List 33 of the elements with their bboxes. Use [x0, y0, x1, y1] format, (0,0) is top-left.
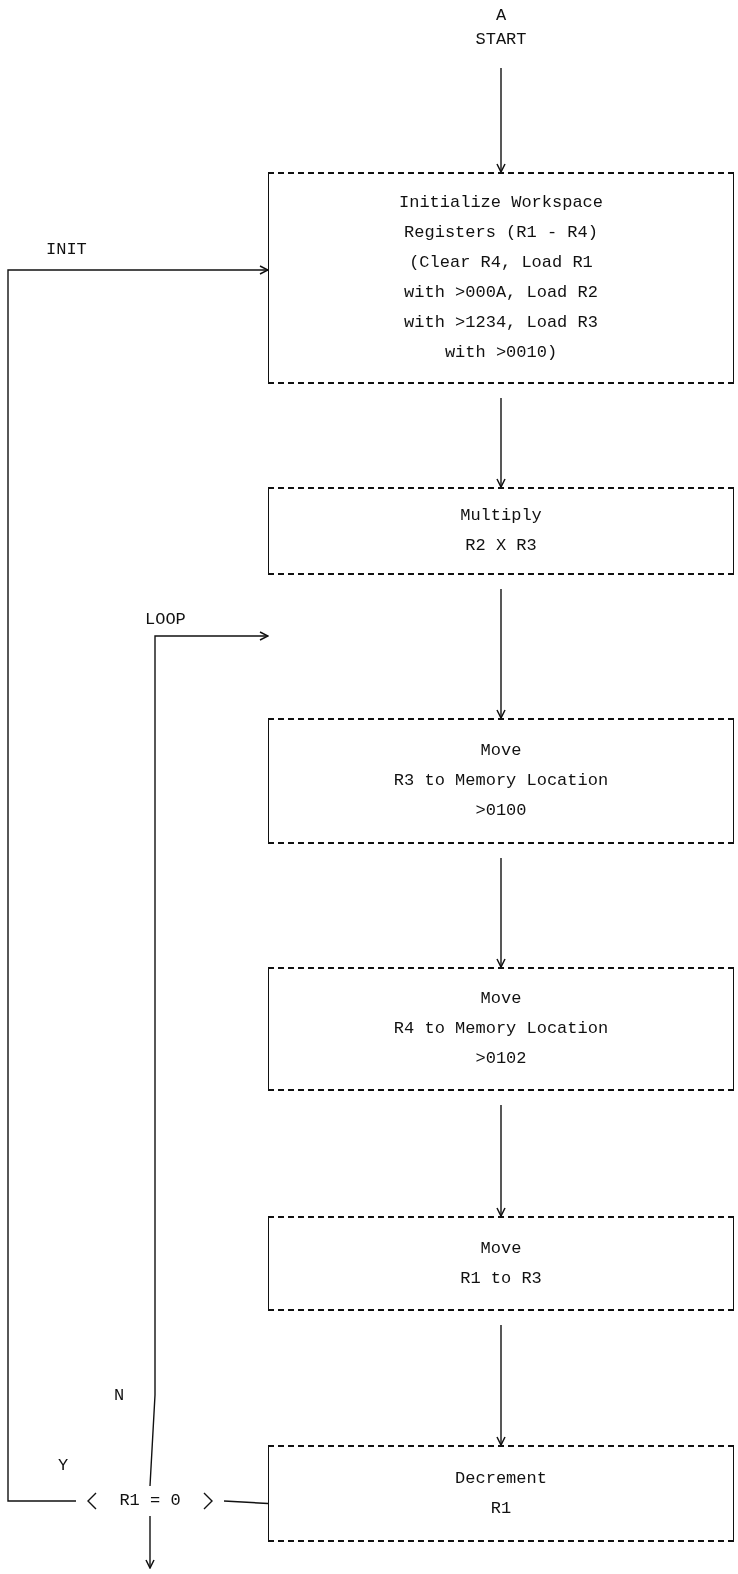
- step-title: Move: [480, 740, 522, 762]
- step-detail: R1: [490, 1497, 512, 1520]
- entry-label: LOOP: [145, 610, 186, 630]
- arrow: [496, 67, 506, 173]
- arrow: [149, 631, 269, 1487]
- process-box: [268, 967, 734, 1091]
- arrow: [496, 1104, 506, 1217]
- connector-line: [223, 1500, 269, 1505]
- arrow: [7, 265, 269, 1502]
- entry-label: INIT: [46, 240, 87, 260]
- process-box: [268, 1216, 734, 1311]
- start-text: START: [475, 29, 527, 51]
- process-box: [268, 1445, 734, 1542]
- step-title: Move: [480, 1237, 522, 1260]
- step-title: Multiply: [460, 505, 542, 527]
- step-detail: R1 to R3: [460, 1267, 542, 1290]
- step-title: Move: [480, 988, 522, 1010]
- step-detail: R4 to Memory Location >0102: [392, 1018, 610, 1070]
- process-box: [268, 172, 734, 384]
- process-box: [268, 487, 734, 575]
- arrow: [145, 1515, 155, 1569]
- arrow: [496, 1324, 506, 1446]
- arrow: [496, 857, 506, 968]
- step-detail: R3 to Memory Location >0100: [392, 770, 610, 822]
- step-title: R1 = 0: [119, 1490, 181, 1512]
- step-title: Decrement: [455, 1467, 547, 1490]
- start-text: A: [495, 5, 507, 27]
- step-detail: (Clear R4, Load R1 with >000A, Load R2 with >1234, Load R3 with >0010): [403, 252, 599, 364]
- arrow: [496, 588, 506, 719]
- step-detail: R2 X R3: [465, 535, 537, 557]
- arrow: [496, 397, 506, 488]
- process-box: [268, 718, 734, 844]
- step-title: Initialize Workspace Registers (R1 - R4): [399, 192, 603, 244]
